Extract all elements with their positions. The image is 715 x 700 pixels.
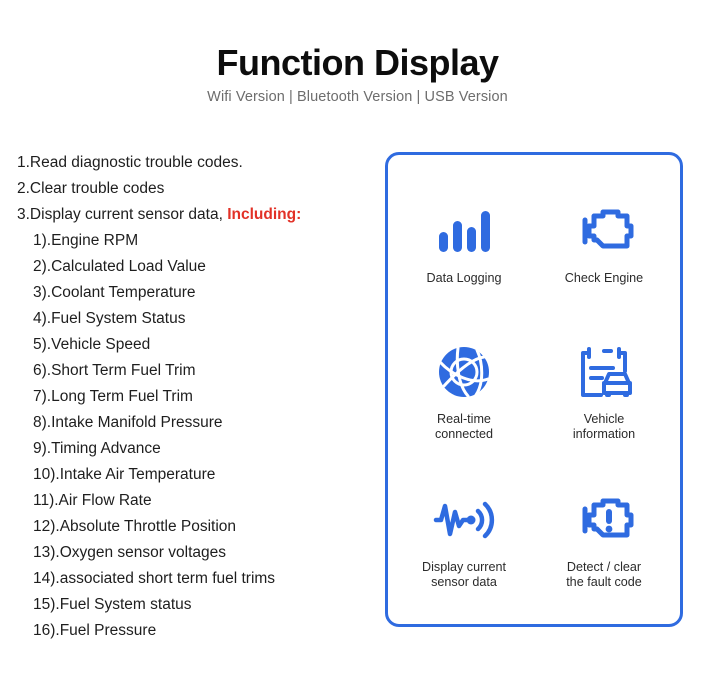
clipboard-car-icon (575, 341, 633, 403)
icon-cell-display-sensor-data[interactable]: Display current sensor data (394, 466, 534, 614)
feature-item: 3.Display current sensor data, Including… (17, 202, 372, 228)
icon-label: Real-time connected (434, 411, 494, 441)
waveform-signal-icon (433, 489, 495, 551)
feature-item: 14).associated short term fuel trims (17, 566, 372, 592)
feature-item-text: 1.Read diagnostic trouble codes. (17, 154, 243, 171)
feature-item: 5).Vehicle Speed (17, 332, 372, 358)
feature-item-text: 13).Oxygen sensor voltages (33, 544, 226, 561)
feature-item: 12).Absolute Throttle Position (17, 514, 372, 540)
feature-item-text: 4).Fuel System Status (33, 310, 186, 327)
feature-list: 1.Read diagnostic trouble codes. 2.Clear … (17, 150, 372, 644)
feature-item: 7).Long Term Fuel Trim (17, 384, 372, 410)
feature-item-text: 2.Clear trouble codes (17, 180, 165, 197)
feature-item-text: 7).Long Term Fuel Trim (33, 388, 193, 405)
feature-item-text: 12).Absolute Throttle Position (33, 518, 237, 535)
icon-cell-check-engine[interactable]: Check Engine (534, 169, 674, 317)
feature-item-text: 14).associated short term fuel trims (33, 570, 276, 587)
feature-item-text: 5).Vehicle Speed (33, 336, 151, 353)
icon-label: Vehicle information (572, 411, 636, 441)
feature-item: 2.Clear trouble codes (17, 176, 372, 202)
feature-item-text: 15).Fuel System status (33, 596, 192, 613)
check-engine-icon (573, 200, 635, 262)
feature-item: 10).Intake Air Temperature (17, 462, 372, 488)
page-header: Function Display Wifi Version | Bluetoot… (0, 44, 715, 105)
icon-panel: Data Logging Check Engine (385, 152, 683, 627)
feature-item-text: 6).Short Term Fuel Trim (33, 362, 196, 379)
feature-item: 11).Air Flow Rate (17, 488, 372, 514)
icon-label: Display current sensor data (422, 560, 506, 590)
feature-item: 1).Engine RPM (17, 228, 372, 254)
page-subtitle: Wifi Version | Bluetooth Version | USB V… (207, 88, 508, 105)
feature-item: 16).Fuel Pressure (17, 618, 372, 644)
feature-item: 6).Short Term Fuel Trim (17, 358, 372, 384)
bar-chart-icon (436, 200, 492, 262)
feature-item-text: 9).Timing Advance (33, 440, 161, 457)
icon-cell-detect-clear-fault[interactable]: Detect / clear the fault code (534, 466, 674, 614)
feature-item-text: 11).Air Flow Rate (33, 492, 152, 509)
icon-cell-realtime-connected[interactable]: Real-time connected (394, 317, 534, 465)
icon-cell-vehicle-information[interactable]: Vehicle information (534, 317, 674, 465)
feature-item: 3).Coolant Temperature (17, 280, 372, 306)
icon-grid: Data Logging Check Engine (388, 155, 680, 624)
icon-cell-data-logging[interactable]: Data Logging (394, 169, 534, 317)
engine-alert-icon (573, 489, 635, 551)
feature-item-text: 10).Intake Air Temperature (33, 466, 216, 483)
icon-label: Check Engine (564, 271, 644, 286)
icon-label: Data Logging (426, 271, 502, 286)
feature-item: 8).Intake Manifold Pressure (17, 410, 372, 436)
feature-item: 15).Fuel System status (17, 592, 372, 618)
globe-network-icon (436, 341, 492, 403)
feature-item-text: 8).Intake Manifold Pressure (33, 414, 223, 431)
feature-item-text: 2).Calculated Load Value (33, 258, 206, 275)
feature-item-text: 16).Fuel Pressure (33, 622, 157, 639)
page-title: Function Display (216, 42, 499, 83)
feature-item: 13).Oxygen sensor voltages (17, 540, 372, 566)
feature-item-text: 3).Coolant Temperature (33, 284, 196, 301)
feature-item-text: 1).Engine RPM (33, 232, 139, 249)
feature-item: 4).Fuel System Status (17, 306, 372, 332)
icon-label: Detect / clear the fault code (566, 560, 642, 590)
feature-item: 9).Timing Advance (17, 436, 372, 462)
feature-item: 1.Read diagnostic trouble codes. (17, 150, 372, 176)
feature-item-text: 3.Display current sensor data, (17, 206, 228, 223)
feature-item: 2).Calculated Load Value (17, 254, 372, 280)
feature-item-emphasis: Including: (227, 206, 302, 223)
